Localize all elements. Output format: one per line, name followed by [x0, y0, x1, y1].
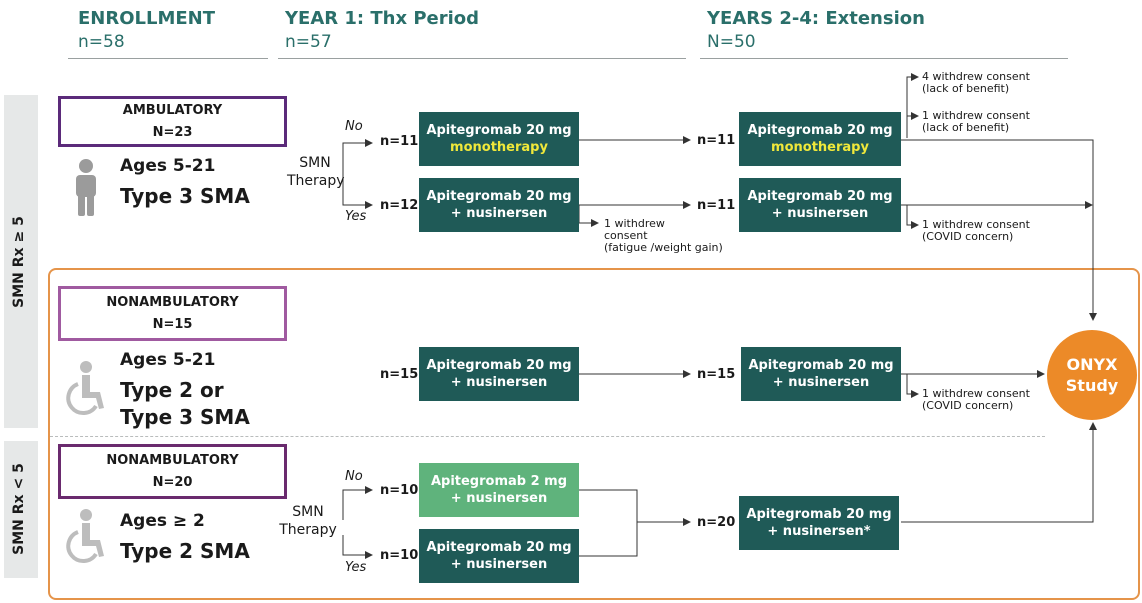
nonamb1-type-line2: Type 3 SMA — [120, 405, 250, 429]
note-withdraw-1a-line1: 1 withdrew consent — [922, 109, 1030, 122]
treatment-amb-nus-y2: Apitegromab 20 mg + nusinersen — [739, 178, 901, 232]
count-non2-yes-y1: n=10 — [380, 548, 419, 563]
count-non2-y2: n=20 — [697, 515, 736, 530]
nonamb1-n: N=15 — [152, 316, 193, 332]
nonambulatory-box-1: NONAMBULATORY N=15 — [58, 286, 287, 341]
header-enrollment-rule — [68, 58, 268, 59]
header-years24-title: YEARS 2-4: Extension — [707, 8, 925, 29]
treatment-line2: monotherapy — [450, 140, 548, 155]
treatment-line1: Apitegromab 20 mg — [747, 189, 893, 204]
nonamb1-ages: Ages 5-21 — [120, 350, 216, 370]
note-fatigue-line1: 1 withdrew — [604, 217, 665, 230]
ambulatory-type: Type 3 SMA — [120, 184, 250, 208]
note-covid-1-line2: (COVID concern) — [922, 230, 1014, 243]
nonamb2-type: Type 2 SMA — [120, 539, 250, 563]
treatment-line1: Apitegromab 20 mg — [746, 507, 892, 522]
treatment-line1: Apitegromab 20 mg — [426, 540, 572, 555]
treatment-line2: + nusinersen — [450, 491, 548, 506]
smn-yes-label-2: Yes — [345, 560, 367, 575]
treatment-amb-nus-y1: Apitegromab 20 mg + nusinersen — [419, 178, 579, 232]
treatment-non2-20mg-y1: Apitegromab 20 mg + nusinersen — [419, 529, 579, 583]
treatment-non2-2mg-y1: Apitegromab 2 mg + nusinersen — [419, 463, 579, 517]
count-non1-y1: n=15 — [380, 367, 419, 382]
treatment-line2: + nusinersen — [450, 557, 548, 572]
wheelchair-icon — [66, 509, 104, 564]
note-fatigue: 1 withdrew consent (fatigue /weight gain… — [604, 218, 723, 254]
note-covid-2-line1: 1 withdrew consent — [922, 387, 1030, 400]
standing-person-icon — [76, 159, 96, 216]
cohort-separator — [50, 436, 1045, 437]
header-enrollment-title: ENROLLMENT — [78, 8, 216, 29]
count-non2-no-y1: n=10 — [380, 483, 419, 498]
note-withdraw-1a-line2: (lack of benefit) — [922, 121, 1010, 134]
header-enrollment-n: n=58 — [78, 32, 125, 52]
treatment-line2: + nusinersen — [772, 375, 870, 390]
ambulatory-n: N=23 — [152, 124, 193, 140]
smn-therapy-line2: Therapy — [279, 522, 337, 538]
count-amb-no-y2: n=11 — [697, 133, 736, 148]
treatment-line1: Apitegromab 2 mg — [430, 474, 568, 489]
smn-no-label-1: No — [345, 119, 363, 134]
note-covid-2-line2: (COVID concern) — [922, 399, 1014, 412]
treatment-line1: Apitegromab 20 mg — [747, 123, 893, 138]
smn-therapy-label-1: SMN Therapy — [287, 154, 345, 190]
smn-therapy-label-2: SMN Therapy — [273, 503, 343, 539]
count-amb-yes-y1: n=12 — [380, 198, 419, 213]
nonamb2-n: N=20 — [152, 474, 193, 490]
ambulatory-ages: Ages 5-21 — [120, 156, 216, 176]
note-covid-1-line1: 1 withdrew consent — [922, 218, 1030, 231]
treatment-line2: + nusinersen — [450, 206, 548, 221]
nonambulatory-box-2: NONAMBULATORY N=20 — [58, 444, 287, 499]
side-band-lower — [4, 441, 38, 578]
note-withdraw-4: 4 withdrew consent (lack of benefit) — [922, 71, 1030, 95]
note-fatigue-line2: consent — [604, 229, 648, 242]
treatment-line1: Apitegromab 20 mg — [748, 358, 894, 373]
note-fatigue-line3: (fatigue /weight gain) — [604, 241, 723, 254]
treatment-line1: Apitegromab 20 mg — [426, 123, 572, 138]
ambulatory-label: AMBULATORY — [122, 102, 223, 118]
header-years24-rule — [700, 58, 1068, 59]
nonamb2-ages: Ages ≥ 2 — [120, 511, 205, 531]
note-withdraw-1a: 1 withdrew consent (lack of benefit) — [922, 110, 1030, 134]
count-non1-y2: n=15 — [697, 367, 736, 382]
treatment-line2: + nusinersen — [771, 206, 869, 221]
header-years24-n: N=50 — [707, 32, 756, 52]
treatment-line1: Apitegromab 20 mg — [426, 358, 572, 373]
count-amb-no-y1: n=11 — [380, 134, 419, 149]
smn-therapy-line1: SMN — [299, 155, 331, 171]
note-withdraw-covid-1: 1 withdrew consent (COVID concern) — [922, 219, 1030, 243]
treatment-non1-y2: Apitegromab 20 mg + nusinersen — [741, 347, 901, 401]
side-band-upper — [4, 95, 38, 428]
nonamb1-type-line1: Type 2 or — [120, 378, 224, 402]
onyx-line2: Study — [1065, 376, 1119, 395]
nonamb2-label: NONAMBULATORY — [106, 452, 239, 468]
treatment-line2: monotherapy — [771, 140, 869, 155]
treatment-line2: + nusinersen — [450, 375, 548, 390]
note-withdraw-covid-2: 1 withdrew consent (COVID concern) — [922, 388, 1030, 412]
onyx-line1: ONYX — [1066, 355, 1118, 374]
count-amb-yes-y2: n=11 — [697, 198, 736, 213]
treatment-amb-mono-y1: Apitegromab 20 mg monotherapy — [419, 112, 579, 166]
treatment-amb-mono-y2: Apitegromab 20 mg monotherapy — [739, 112, 901, 166]
smn-therapy-line2: Therapy — [287, 173, 345, 189]
onyx-study-circle: ONYX Study — [1047, 330, 1137, 420]
treatment-non1-y1: Apitegromab 20 mg + nusinersen — [419, 347, 579, 401]
header-year1-n: n=57 — [285, 32, 332, 52]
nonambulatory-frame — [48, 268, 1140, 600]
note-withdraw-4-line2: (lack of benefit) — [922, 82, 1010, 95]
note-withdraw-4-line1: 4 withdrew consent — [922, 70, 1030, 83]
smn-yes-label-1: Yes — [345, 209, 367, 224]
ambulatory-box: AMBULATORY N=23 — [58, 96, 287, 147]
wheelchair-icon — [66, 361, 104, 416]
smn-therapy-line1: SMN — [292, 504, 324, 520]
header-year1-title: YEAR 1: Thx Period — [285, 8, 480, 29]
header-year1-rule — [278, 58, 686, 59]
treatment-line2: + nusinersen* — [767, 524, 871, 539]
treatment-non2-y2: Apitegromab 20 mg + nusinersen* — [739, 496, 899, 550]
treatment-line1: Apitegromab 20 mg — [426, 189, 572, 204]
smn-no-label-2: No — [345, 469, 363, 484]
nonamb1-label: NONAMBULATORY — [106, 294, 239, 310]
